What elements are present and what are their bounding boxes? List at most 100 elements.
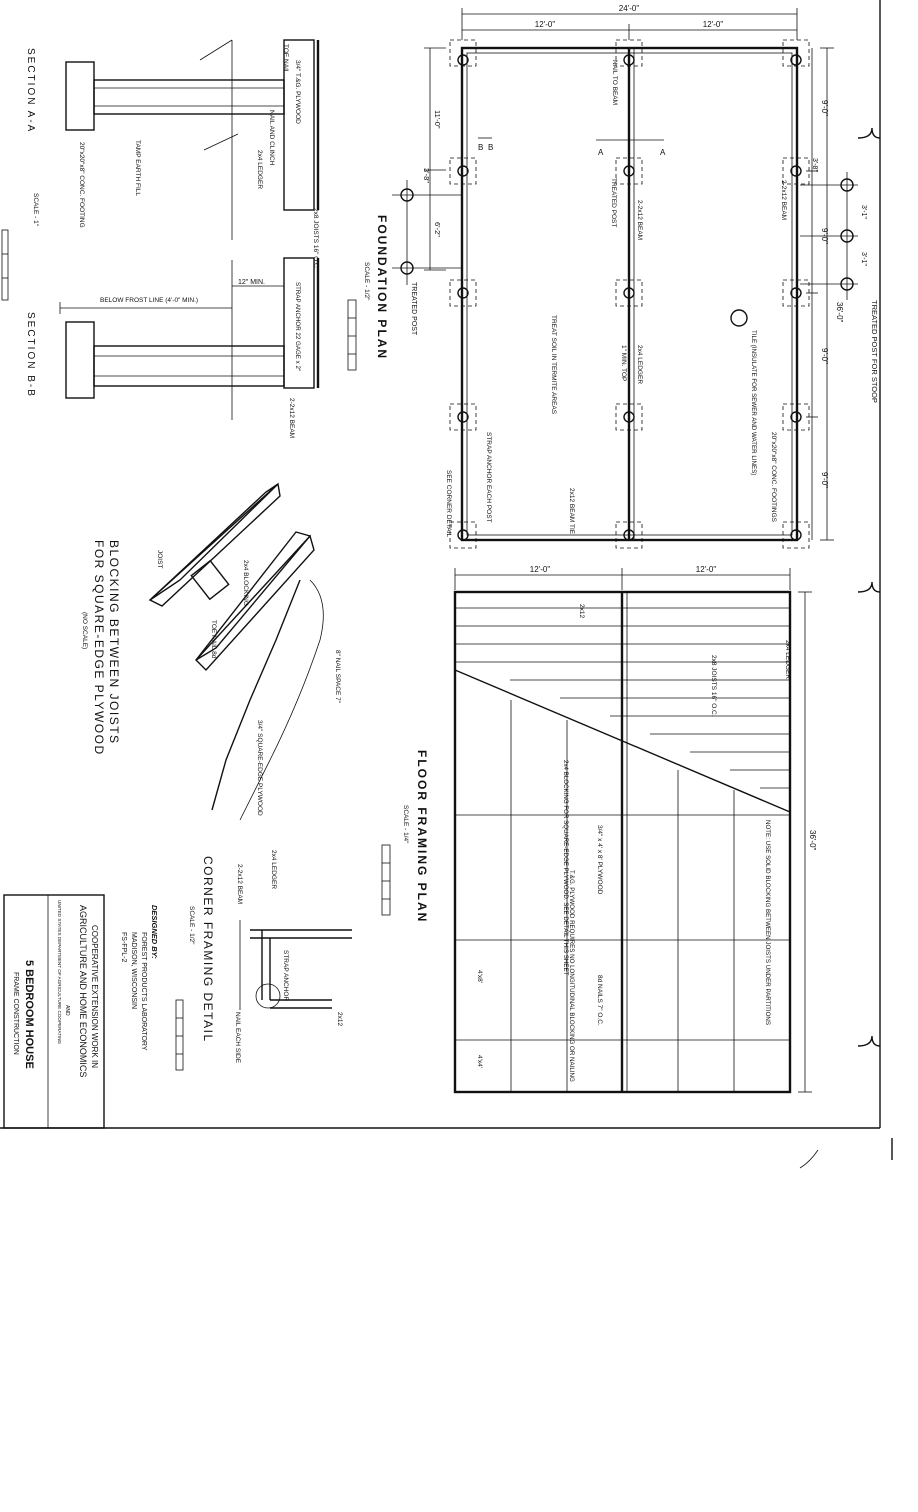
corner-detail-scale: SCALE - 1/2" bbox=[188, 906, 195, 945]
label-bb-beam: 2-2x12 BEAM bbox=[288, 398, 295, 438]
floor-framing-title: FLOOR FRAMING PLAN bbox=[415, 750, 429, 923]
floor-scale-bar bbox=[381, 844, 391, 916]
section-scale-bar bbox=[1, 229, 9, 301]
cutaway-line bbox=[454, 669, 791, 813]
label-beam-2x12-center: 2-2x12 BEAM bbox=[636, 200, 643, 240]
house-name: 5 BEDROOM HOUSE bbox=[23, 960, 35, 1069]
section-aa: SECTION A-A 3/4" T.&G. PLYWOOD TOE NAIL … bbox=[25, 39, 320, 270]
dim-left-1: 11'-0" bbox=[433, 110, 442, 129]
label-aa-joists: 2x8 JOISTS 16" O.C. bbox=[312, 208, 319, 270]
dim-stoop-2: 3'-1" bbox=[860, 205, 867, 219]
cut-b-left: B bbox=[478, 143, 483, 152]
designer-heading: DESIGNED BY: bbox=[150, 905, 159, 959]
footing-aa bbox=[65, 61, 95, 131]
stray-mark bbox=[799, 1149, 819, 1169]
label-corner-strap: STRAP ANCHOR bbox=[282, 950, 289, 1001]
floor-dim-length: 36'-0" bbox=[808, 830, 817, 851]
dim-seg-2: 9'-0" bbox=[820, 228, 829, 244]
title-block: COOPERATIVE EXTENSION WORK IN AGRICULTUR… bbox=[3, 894, 105, 1129]
label-aa-plywood: 3/4" T.&G. PLYWOOD bbox=[294, 60, 301, 124]
label-floor-joists: 2x8 JOISTS 16" O.C. bbox=[710, 655, 717, 717]
title-line2: AGRICULTURE AND HOME ECONOMICS bbox=[78, 905, 88, 1077]
label-floor-ledger: 2x4 LEDGER bbox=[784, 640, 791, 679]
section-bb: SECTION B-B 12" MIN. STRAP ANCHOR 22 GAG… bbox=[25, 257, 320, 438]
dim-overall-width: 24'-0" bbox=[619, 4, 640, 13]
floor-framing-plan: 12'-0" 12'-0" 36'-0" 2x12 2x4 LEDGER 2x8… bbox=[381, 565, 817, 1094]
plywood-edge bbox=[211, 579, 301, 811]
dim-half-right: 12'-0" bbox=[703, 20, 724, 29]
dim-left-3: 6'-2" bbox=[433, 222, 442, 237]
blocking-title-line2: FOR SQUARE-EDGE PLYWOOD bbox=[92, 540, 106, 756]
label-min-top: 1" MIN. TOP bbox=[620, 345, 627, 381]
label-blocking-plywood: 3/4" SQUARE-EDGE PLYWOOD bbox=[256, 720, 263, 816]
label-corner-nail: NAIL EACH SIDE bbox=[234, 1012, 241, 1064]
label-strap-anchor: STRAP ANCHOR EACH POST bbox=[485, 432, 492, 523]
floor-framing-scale: SCALE - 1/4" bbox=[402, 805, 409, 844]
post-bb bbox=[93, 345, 285, 387]
label-blocking-toe-nail: TOE NAIL 8d bbox=[210, 620, 217, 659]
label-blocking-joist: JOIST bbox=[156, 550, 163, 568]
label-treated-post-stoop: TREATED POST FOR STOOP bbox=[870, 300, 879, 403]
label-blocking-nail-space: 8" NAIL SPACE 7" bbox=[334, 650, 341, 704]
dim-half-left: 12'-0" bbox=[535, 20, 556, 29]
label-footings: 20"x20"x8" CONC. FOOTINGS bbox=[770, 432, 777, 523]
tile-symbol bbox=[730, 309, 748, 327]
label-treated-post-left: TREATED POST bbox=[410, 282, 417, 336]
corner-anchor-circle bbox=[255, 983, 281, 1009]
section-bb-title: SECTION B-B bbox=[25, 312, 36, 398]
label-treated-post: TREATED POST bbox=[610, 178, 617, 227]
dim-left-2: 3'-8" bbox=[422, 168, 431, 183]
sheet-border bbox=[0, 0, 881, 1129]
label-rim-2x12: 2x12 bbox=[578, 604, 585, 618]
label-plywood-sheet: 3/4" x 4' x 8' PLYWOOD bbox=[596, 825, 603, 895]
label-aa-ledger: 2x4 LEDGER bbox=[256, 150, 263, 189]
foundation-plan: 24'-0" 12'-0" 12'-0" 9'-0" 9'-0" 9'-0" 9… bbox=[347, 4, 879, 549]
label-nails: 8d NAILS 7" O.C. bbox=[596, 975, 603, 1026]
label-blocking-note: NOTE: USE SOLID BLOCKING BETWEEN JOISTS … bbox=[764, 820, 771, 1025]
title-line4: UNITED STATES DEPARTMENT OF AGRICULTURE … bbox=[57, 900, 62, 1045]
designer-block: DESIGNED BY: FOREST PRODUCTS LABORATORY … bbox=[120, 905, 159, 1051]
blocking-detail: BLOCKING BETWEEN JOISTS FOR SQUARE-EDGE … bbox=[81, 482, 341, 821]
label-nail-to-beam: NAIL TO BEAM bbox=[611, 60, 618, 105]
section-aa-title: SECTION A-A bbox=[25, 48, 36, 133]
left-posts bbox=[392, 180, 462, 285]
title-line3: AND bbox=[64, 1005, 70, 1016]
cut-a-left: A bbox=[598, 148, 604, 157]
floor-dim-half-right: 12'-0" bbox=[696, 565, 717, 574]
dim-overall-length: 36'-0" bbox=[835, 302, 844, 323]
corner-framing-detail: CORNER FRAMING DETAIL SCALE - 1/2" 2x4 L… bbox=[175, 850, 352, 1071]
label-corner-rim: 2x12 bbox=[336, 1012, 343, 1026]
label-aa-tamp: TAMP EARTH FILL bbox=[134, 140, 141, 196]
foundation-plan-title: FOUNDATION PLAN bbox=[375, 215, 389, 360]
label-beam-tie: 2x12 BEAM TIE bbox=[568, 488, 575, 535]
label-tile: TILE (INSULATE FOR SEWER AND WATER LINES… bbox=[750, 330, 757, 475]
foundation-dimensions bbox=[424, 8, 834, 541]
label-beam-2x12: 2-2x12 BEAM bbox=[780, 180, 787, 220]
section-cut-markers bbox=[478, 137, 664, 141]
label-aa-nail-clinch: NAIL AND CLINCH bbox=[268, 110, 275, 166]
posts bbox=[457, 54, 802, 541]
dim-stoop-3: 3'-1" bbox=[860, 252, 867, 266]
foundation-plan-scale: SCALE - 1/2" bbox=[363, 262, 370, 301]
stoop-posts bbox=[800, 172, 858, 300]
post-aa bbox=[93, 79, 285, 115]
title-line1: COOPERATIVE EXTENSION WORK IN bbox=[90, 925, 99, 1068]
label-blocking-square-edge: 2x4 BLOCKING FOR SQUARE-EDGE PLYWOOD. SE… bbox=[562, 760, 569, 976]
corner-detail-title: CORNER FRAMING DETAIL bbox=[201, 856, 215, 1043]
label-tg-plywood: T.&G. PLYWOOD REQUIRES NO LONGITUDINAL B… bbox=[568, 870, 575, 1082]
dim-seg-4: 9'-0" bbox=[820, 472, 829, 488]
blocking-title-line1: BLOCKING BETWEEN JOISTS bbox=[107, 540, 121, 745]
label-aa-toe-nail: TOE NAIL bbox=[282, 44, 289, 74]
label-treat-soil: TREAT SOIL IN TERMITE AREAS bbox=[550, 315, 557, 415]
label-sheet-4x4: 4'x4' bbox=[476, 1055, 483, 1068]
designer-line2: MADISON, WISCONSIN bbox=[130, 932, 137, 1009]
designer-line1: FOREST PRODUCTS LABORATORY bbox=[140, 932, 147, 1051]
blocking-block bbox=[190, 559, 230, 601]
cut-a-right: A bbox=[660, 148, 666, 157]
corner-scale-bar bbox=[175, 999, 184, 1071]
label-bb-frost: BELOW FROST LINE (4'-0" MIN.) bbox=[100, 297, 198, 304]
label-ledger: 2x4 LEDGER bbox=[636, 345, 643, 384]
plywood-sheets bbox=[455, 700, 790, 1092]
cut-b-right: B bbox=[488, 143, 493, 152]
